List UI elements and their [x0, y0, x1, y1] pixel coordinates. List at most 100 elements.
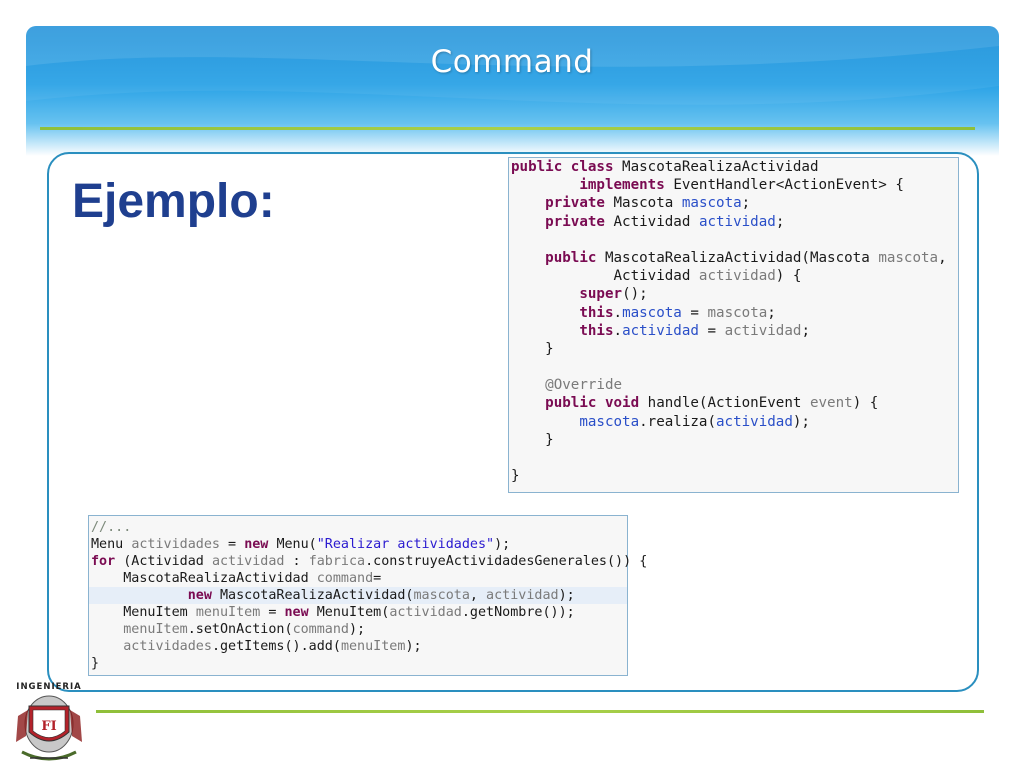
code-token: ;: [741, 195, 751, 212]
code-token: Actividad: [613, 213, 699, 230]
code-line: MascotaRealizaActividad command=: [89, 570, 627, 587]
code-line: this.mascota = mascota;: [509, 304, 958, 322]
code-token: new: [187, 588, 220, 603]
code-token: actividad: [211, 554, 285, 569]
code-token: Menu: [91, 537, 132, 552]
code-token: "Realizar actividades": [316, 537, 495, 552]
code-line: }: [509, 467, 958, 485]
code-token: ,: [469, 588, 487, 603]
code-line: public void handle(ActionEvent event) {: [509, 394, 958, 412]
code-token: (Actividad: [123, 554, 212, 569]
code-line: }: [509, 340, 958, 358]
header-wave-decoration: [26, 26, 999, 105]
code-token: }: [511, 468, 520, 485]
code-token: [511, 250, 545, 266]
code-token: actividad: [698, 213, 776, 230]
code-line: private Mascota mascota;: [509, 194, 958, 212]
code-token: actividades: [123, 639, 212, 654]
code-token: =: [220, 537, 245, 552]
code-token: [511, 286, 579, 302]
code-token: [511, 414, 579, 430]
code-token: actividades: [131, 537, 220, 552]
code-token: [91, 588, 188, 603]
footer-divider: [96, 710, 984, 713]
code-token: //...: [91, 520, 132, 535]
code-token: [511, 395, 545, 411]
code-token: ;: [801, 322, 810, 339]
code-token: menuItem: [195, 605, 261, 620]
code-token: MascotaRealizaActividad(: [220, 588, 414, 603]
code-line: this.actividad = actividad;: [509, 322, 958, 340]
code-token: [511, 305, 579, 321]
code-token: this: [579, 322, 614, 339]
code-line: for (Actividad actividad : fabrica.const…: [89, 553, 647, 570]
code-token: [91, 639, 123, 654]
code-line: [509, 449, 958, 467]
slide-heading: Ejemplo:: [72, 175, 275, 228]
code-line: new MascotaRealizaActividad(mascota, act…: [89, 587, 627, 604]
code-token: command: [292, 622, 349, 637]
code-token: [511, 195, 545, 211]
code-line: menuItem.setOnAction(command);: [89, 621, 627, 638]
code-block-class: public class MascotaRealizaActividad imp…: [509, 158, 958, 485]
code-line: }: [509, 431, 958, 449]
code-token: menuItem: [123, 622, 188, 637]
code-token: actividad: [724, 322, 802, 339]
code-token: }: [511, 340, 554, 357]
code-token: implements: [579, 177, 674, 194]
code-token: }: [91, 656, 100, 671]
code-token: MascotaRealizaActividad: [91, 571, 317, 586]
code-token: new: [244, 537, 277, 552]
code-token: [511, 323, 579, 339]
code-line: super();: [509, 285, 958, 303]
code-token: .getItems().add(: [211, 639, 341, 654]
code-block-loop: //... Menu actividades = new Menu("Realiz…: [89, 519, 647, 672]
code-token: mascota: [707, 304, 768, 321]
code-token: );: [494, 537, 511, 552]
code-token: public class: [511, 159, 623, 175]
code-token: =: [260, 605, 285, 620]
code-token: Actividad: [511, 268, 699, 285]
code-token: for: [91, 554, 124, 569]
code-line: //...: [89, 519, 627, 536]
code-token: =: [698, 322, 725, 339]
code-line: mascota.realiza(actividad);: [509, 413, 958, 431]
code-token: actividad: [389, 605, 462, 620]
code-token: this: [579, 304, 614, 321]
code-line: private Actividad actividad;: [509, 213, 958, 231]
slide-title: Command: [430, 44, 594, 80]
code-token: event: [809, 395, 853, 412]
code-line: implements EventHandler<ActionEvent> {: [509, 176, 958, 194]
code-snippet-class: public class MascotaRealizaActividad imp…: [508, 157, 959, 493]
unam-engineering-logo: INGENIERIA FI: [16, 682, 82, 761]
code-token: .: [613, 304, 623, 321]
code-line: actividades.getItems().add(menuItem);: [89, 638, 627, 655]
slide-header: [26, 26, 999, 156]
code-token: MenuItem(: [316, 605, 390, 620]
code-token: mascota: [579, 413, 640, 430]
code-token: .: [613, 322, 623, 339]
code-token: ) {: [775, 268, 802, 285]
code-token: @Override: [545, 377, 623, 394]
code-token: actividad: [622, 322, 699, 339]
code-token: Mascota: [613, 195, 682, 212]
code-token: =: [681, 304, 708, 321]
code-token: actividad: [486, 588, 559, 603]
code-token: Menu(: [276, 537, 317, 552]
code-token: .construyeActividadesGenerales()) {: [365, 554, 648, 569]
code-token: :: [284, 554, 309, 569]
code-token: );: [792, 413, 810, 430]
code-token: mascota: [413, 588, 470, 603]
code-snippet-loop: //... Menu actividades = new Menu("Realiz…: [88, 515, 647, 676]
content-panel: [47, 152, 979, 692]
code-token: mascota: [878, 249, 939, 266]
code-token: MascotaRealizaActividad: [622, 159, 819, 175]
code-token: );: [349, 622, 366, 637]
code-line: [509, 231, 958, 249]
code-token: .setOnAction(: [187, 622, 293, 637]
code-token: );: [405, 639, 422, 654]
code-token: public: [545, 249, 605, 266]
code-line: MenuItem menuItem = new MenuItem(activid…: [89, 604, 627, 621]
code-token: [511, 177, 579, 193]
code-line: [509, 358, 958, 376]
